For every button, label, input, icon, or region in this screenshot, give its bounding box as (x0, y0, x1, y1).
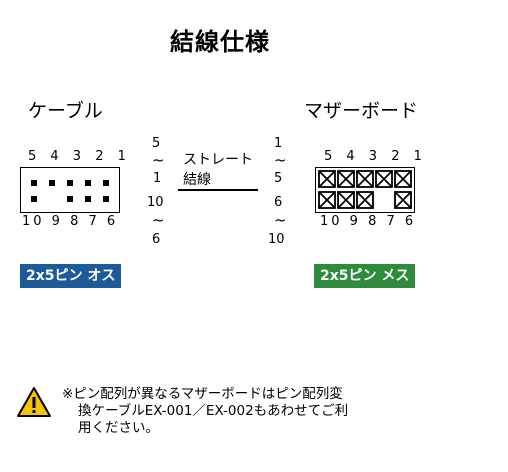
motherboard-bottom-pin-numbers: 10 9 8 7 6 (320, 214, 417, 229)
motherboard-type-badge: 2x5ピン メス (314, 264, 416, 288)
socket-5 (318, 170, 336, 188)
socket-8 (356, 191, 374, 209)
right-num-a: 1 (274, 136, 283, 151)
cable-pin-4 (49, 180, 55, 186)
wiring-label-line1: ストレート (183, 152, 253, 168)
note-line-3: 用ください。 (78, 420, 159, 436)
cable-connector-pins (31, 180, 109, 202)
cable-pin-10 (31, 196, 37, 202)
right-tilde-1: ~ (274, 151, 287, 169)
cable-top-pin-numbers: 5 4 3 2 1 (28, 149, 131, 164)
warning-triangle-icon (17, 387, 51, 417)
cable-type-badge: 2x5ピン オス (20, 264, 122, 288)
socket-3 (356, 170, 374, 188)
left-tilde-2: ~ (152, 211, 165, 229)
note-line-2: 換ケーブルEX-001／EX-002もあわせてご利 (78, 403, 349, 419)
socket-10 (318, 191, 336, 209)
wiring-line (178, 189, 258, 191)
socket-6 (394, 191, 412, 209)
motherboard-connector (315, 167, 415, 213)
cable-connector (20, 167, 120, 213)
motherboard-connector-sockets (318, 170, 412, 209)
cable-pin-7 (85, 196, 91, 202)
right-num-b: 5 (274, 171, 283, 186)
left-tilde-1: ~ (152, 151, 165, 169)
left-num-a: 5 (152, 136, 161, 151)
cable-pin-2 (85, 180, 91, 186)
left-num-d: 6 (152, 232, 161, 247)
right-tilde-2: ~ (274, 211, 287, 229)
right-num-d: 10 (268, 232, 285, 247)
page-title: 結線仕様 (170, 28, 270, 56)
socket-2 (375, 170, 393, 188)
right-num-c: 6 (274, 195, 283, 210)
cable-pin-3 (67, 180, 73, 186)
wiring-label-line2: 結線 (183, 172, 211, 188)
socket-1 (394, 170, 412, 188)
left-num-b: 1 (153, 171, 162, 186)
motherboard-top-pin-numbers: 5 4 3 2 1 (324, 149, 427, 164)
cable-pin-6 (103, 196, 109, 202)
socket-9 (337, 191, 355, 209)
cable-pin-5 (31, 180, 37, 186)
note-line-1: ※ピン配列が異なるマザーボードはピン配列変 (62, 386, 343, 402)
cable-bottom-pin-numbers: 10 9 8 7 6 (22, 214, 119, 229)
socket-4 (337, 170, 355, 188)
cable-heading: ケーブル (28, 100, 103, 122)
left-num-c: 10 (147, 195, 164, 210)
cable-pin-8 (67, 196, 73, 202)
cable-pin-1 (103, 180, 109, 186)
motherboard-heading: マザーボード (304, 100, 419, 122)
